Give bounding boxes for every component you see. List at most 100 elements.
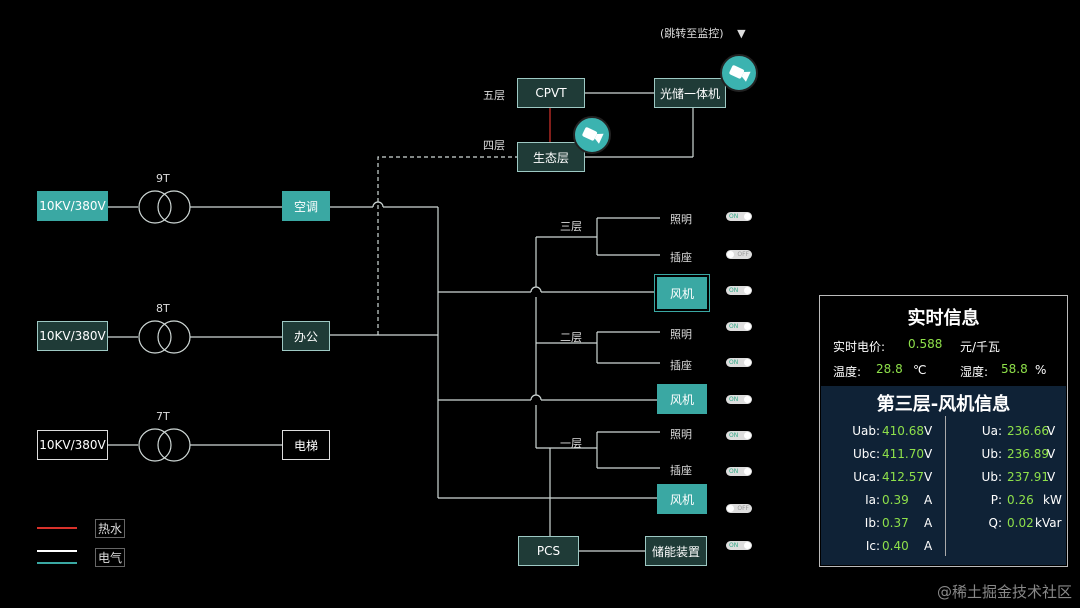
legend-electric: 电气 <box>95 548 126 567</box>
humidity-label: 湿度: <box>960 365 989 379</box>
param-unit: A <box>924 493 933 507</box>
param-unit: kVar <box>1035 516 1062 530</box>
load-socket-1: 插座 <box>670 464 692 477</box>
toggle-knob <box>744 287 751 294</box>
temp-unit: ℃ <box>913 363 927 377</box>
toggle-switch[interactable]: ON <box>726 286 752 295</box>
ac-box[interactable]: 空调 <box>282 191 330 221</box>
toggle-knob <box>727 505 734 512</box>
param-key: Ub: <box>981 470 1002 484</box>
toggle-knob <box>744 323 751 330</box>
floor-label-4: 四层 <box>483 139 505 152</box>
pcs-box[interactable]: PCS <box>518 536 579 566</box>
toggle-switch[interactable]: ON <box>726 467 752 476</box>
realtime-info-panel: 实时信息 实时电价: 0.588 元/千瓦 温度: 28.8 ℃ 湿度: 58.… <box>819 295 1068 567</box>
param-value: 236.89 <box>1007 447 1049 461</box>
chevron-down-icon: ▼ <box>737 27 746 40</box>
source-box-7t[interactable]: 10KV/380V <box>37 430 108 460</box>
param-unit: V <box>1047 447 1056 461</box>
toggle-knob <box>744 468 751 475</box>
param-key: Ubc: <box>852 447 880 461</box>
param-value: 0.40 <box>882 539 909 553</box>
param-value: 0.39 <box>882 493 909 507</box>
toggle-switch[interactable]: ON <box>726 431 752 440</box>
toggle-switch[interactable]: ON <box>726 358 752 367</box>
humidity-unit: % <box>1035 363 1047 377</box>
load-socket-2: 插座 <box>670 359 692 372</box>
param-key: Ib: <box>864 516 880 530</box>
camera-icon[interactable] <box>573 116 611 154</box>
param-unit: A <box>924 516 933 530</box>
param-unit: V <box>924 447 933 461</box>
fan-box-3[interactable]: 风机 <box>654 274 710 312</box>
param-value: 237.91 <box>1007 470 1049 484</box>
load-lighting-2: 照明 <box>670 328 692 341</box>
param-unit: V <box>1047 470 1056 484</box>
eco-floor-box[interactable]: 生态层 <box>517 142 585 172</box>
param-value: 0.26 <box>1007 493 1034 507</box>
load-socket-3: 插座 <box>670 251 692 264</box>
param-key: Ua: <box>981 424 1002 438</box>
toggle-switch[interactable]: OFF <box>726 504 752 513</box>
param-key: Ic: <box>865 539 880 553</box>
source-box-8t[interactable]: 10KV/380V <box>37 321 108 351</box>
dropdown-label: (跳转至监控) <box>660 27 724 40</box>
column-divider <box>945 416 946 556</box>
toggle-switch[interactable]: OFF <box>726 250 752 259</box>
transformer-label-7t: 7T <box>156 410 170 423</box>
param-key: Ub: <box>981 447 1002 461</box>
cpvt-box[interactable]: CPVT <box>517 78 585 108</box>
param-key: Uca: <box>853 470 880 484</box>
toggle-switch[interactable]: ON <box>726 322 752 331</box>
fan-box-2[interactable]: 风机 <box>657 384 707 414</box>
transformer-label-9t: 9T <box>156 172 170 185</box>
legend-hot-water-line <box>37 527 77 529</box>
toggle-switch[interactable]: ON <box>726 395 752 404</box>
toggle-switch[interactable]: ON <box>726 541 752 550</box>
floor-label-3: 三层 <box>560 220 582 233</box>
panel-title: 实时信息 <box>907 308 980 329</box>
param-key: P: <box>990 493 1002 507</box>
toggle-knob <box>744 359 751 366</box>
param-unit: A <box>924 539 933 553</box>
param-value: 0.02 <box>1007 516 1034 530</box>
temp-label: 温度: <box>833 365 862 379</box>
param-value: 236.66 <box>1007 424 1049 438</box>
toggle-switch[interactable]: ON <box>726 212 752 221</box>
load-lighting-3: 照明 <box>670 213 692 226</box>
toggle-knob <box>744 396 751 403</box>
fan-box-1[interactable]: 风机 <box>657 484 707 514</box>
floor-label-5: 五层 <box>483 89 505 102</box>
param-unit: V <box>1047 424 1056 438</box>
legend-hot-water: 热水 <box>95 519 126 538</box>
param-unit: V <box>924 424 933 438</box>
transformer-label-8t: 8T <box>156 302 170 315</box>
camera-icon[interactable] <box>720 54 758 92</box>
param-key: Uab: <box>852 424 880 438</box>
param-value: 0.37 <box>882 516 909 530</box>
toggle-knob <box>744 542 751 549</box>
office-box[interactable]: 办公 <box>282 321 330 351</box>
monitor-jump-dropdown[interactable]: (跳转至监控) ▼ <box>660 25 746 41</box>
solar-storage-box[interactable]: 光储一体机 <box>654 78 726 108</box>
param-value: 412.57 <box>882 470 924 484</box>
param-unit: kW <box>1043 493 1062 507</box>
param-unit: V <box>924 470 933 484</box>
load-lighting-1: 照明 <box>670 428 692 441</box>
fan-info-section: 第三层-风机信息 Uab: 410.68 V Ubc: 411.70 V Uca… <box>821 386 1066 565</box>
elevator-box[interactable]: 电梯 <box>282 430 330 460</box>
price-unit: 元/千瓦 <box>960 340 1001 354</box>
toggle-knob <box>744 213 751 220</box>
humidity-value: 58.8 <box>1001 362 1028 376</box>
storage-box[interactable]: 储能装置 <box>645 536 707 566</box>
toggle-knob <box>727 251 734 258</box>
fan-info-title: 第三层-风机信息 <box>876 394 1011 415</box>
floor-label-2: 二层 <box>560 331 582 344</box>
legend-electric-line-2 <box>37 562 77 564</box>
watermark: @稀土掘金技术社区 <box>936 583 1072 601</box>
param-value: 410.68 <box>882 424 924 438</box>
param-key: Ia: <box>865 493 880 507</box>
source-box-9t[interactable]: 10KV/380V <box>37 191 108 221</box>
price-value: 0.588 <box>908 337 943 351</box>
